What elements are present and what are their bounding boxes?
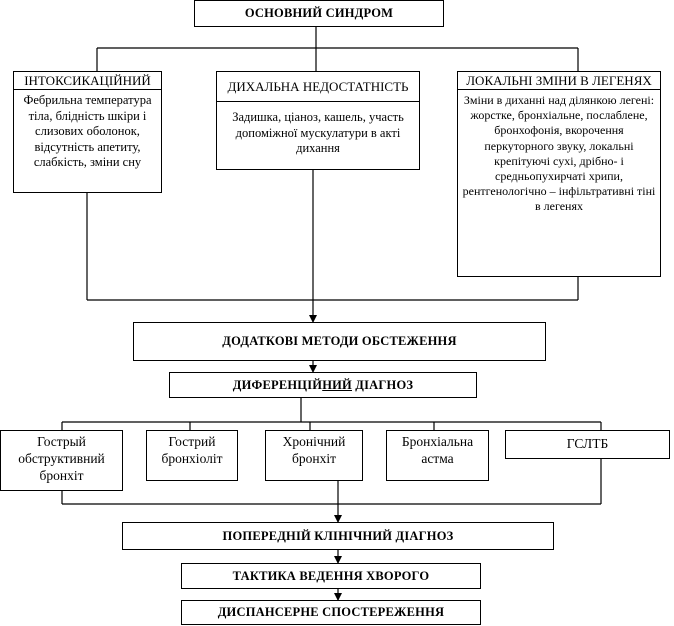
differential-diagnosis-box: ДИФЕРЕНЦІЙНИЙ ДІАГНОЗ: [169, 372, 477, 398]
diagnosis-label: Хронічний бронхіт: [282, 434, 346, 466]
category-local-lung-changes: ЛОКАЛЬНІ ЗМІНИ В ЛЕГЕНЯХ Зміни в диханні…: [457, 71, 661, 277]
diagnosis-label: Бронхіальна астма: [401, 434, 474, 466]
diagnosis-label: Гострый обструктивний бронхіт: [18, 434, 105, 483]
patient-management-label: ТАКТИКА ВЕДЕННЯ ХВОРОГО: [232, 568, 430, 583]
dispensary-observation-label: ДИСПАНСЕРНЕ СПОСТЕРЕЖЕННЯ: [217, 605, 445, 619]
differential-prefix: ДИФЕРЕНЦІЙНИЙ: [232, 377, 352, 392]
diagnosis-acute-bronchiolitis: Гострий бронхіоліт: [146, 430, 238, 481]
category-description: Задишка, ціаноз, кашель, участь допоміжн…: [232, 110, 404, 155]
category-intoxication: ІНТОКСИКАЦІЙНИЙ Фебрильна температура ті…: [13, 71, 162, 193]
main-syndrome-label: ОСНОВНИЙ СИНДРОМ: [244, 6, 394, 20]
differential-suffix: ДІАГНОЗ: [351, 377, 414, 392]
category-description: Фебрильна температура тіла, блідність шк…: [23, 93, 152, 169]
diagnosis-label: Гострий бронхіоліт: [161, 434, 223, 466]
category-title: ЛОКАЛЬНІ ЗМІНИ В ЛЕГЕНЯХ: [458, 72, 660, 90]
diagnosis-bronchial-asthma: Бронхіальна астма: [386, 430, 489, 481]
category-respiratory-failure: ДИХАЛЬНА НЕДОСТАТНІСТЬ Задишка, ціаноз, …: [216, 71, 420, 170]
preliminary-diagnosis-box: ПОПЕРЕДНІЙ КЛІНІЧНИЙ ДІАГНОЗ: [122, 522, 554, 550]
diagnosis-acute-obstructive-bronchitis: Гострый обструктивний бронхіт: [0, 430, 123, 491]
diagnosis-chronic-bronchitis: Хронічний бронхіт: [265, 430, 363, 481]
category-title: ДИХАЛЬНА НЕДОСТАТНІСТЬ: [217, 72, 419, 102]
category-title: ІНТОКСИКАЦІЙНИЙ: [14, 72, 161, 90]
diagnosis-label: ГСЛТБ: [566, 436, 609, 451]
dispensary-observation-box: ДИСПАНСЕРНЕ СПОСТЕРЕЖЕННЯ: [181, 600, 481, 625]
preliminary-diagnosis-label: ПОПЕРЕДНІЙ КЛІНІЧНИЙ ДІАГНОЗ: [222, 528, 454, 543]
category-description: Зміни в диханні над ділянкою легені: жор…: [462, 93, 656, 214]
patient-management-box: ТАКТИКА ВЕДЕННЯ ХВОРОГО: [181, 563, 481, 589]
diagnosis-gsltb: ГСЛТБ: [505, 430, 670, 459]
additional-methods-box: ДОДАТКОВІ МЕТОДИ ОБСТЕЖЕННЯ: [133, 322, 546, 361]
additional-methods-label: ДОДАТКОВІ МЕТОДИ ОБСТЕЖЕННЯ: [222, 334, 457, 348]
differential-diagnosis-label: ДИФЕРЕНЦІЙНИЙ ДІАГНОЗ: [233, 378, 413, 393]
main-syndrome-box: ОСНОВНИЙ СИНДРОМ: [194, 0, 444, 27]
